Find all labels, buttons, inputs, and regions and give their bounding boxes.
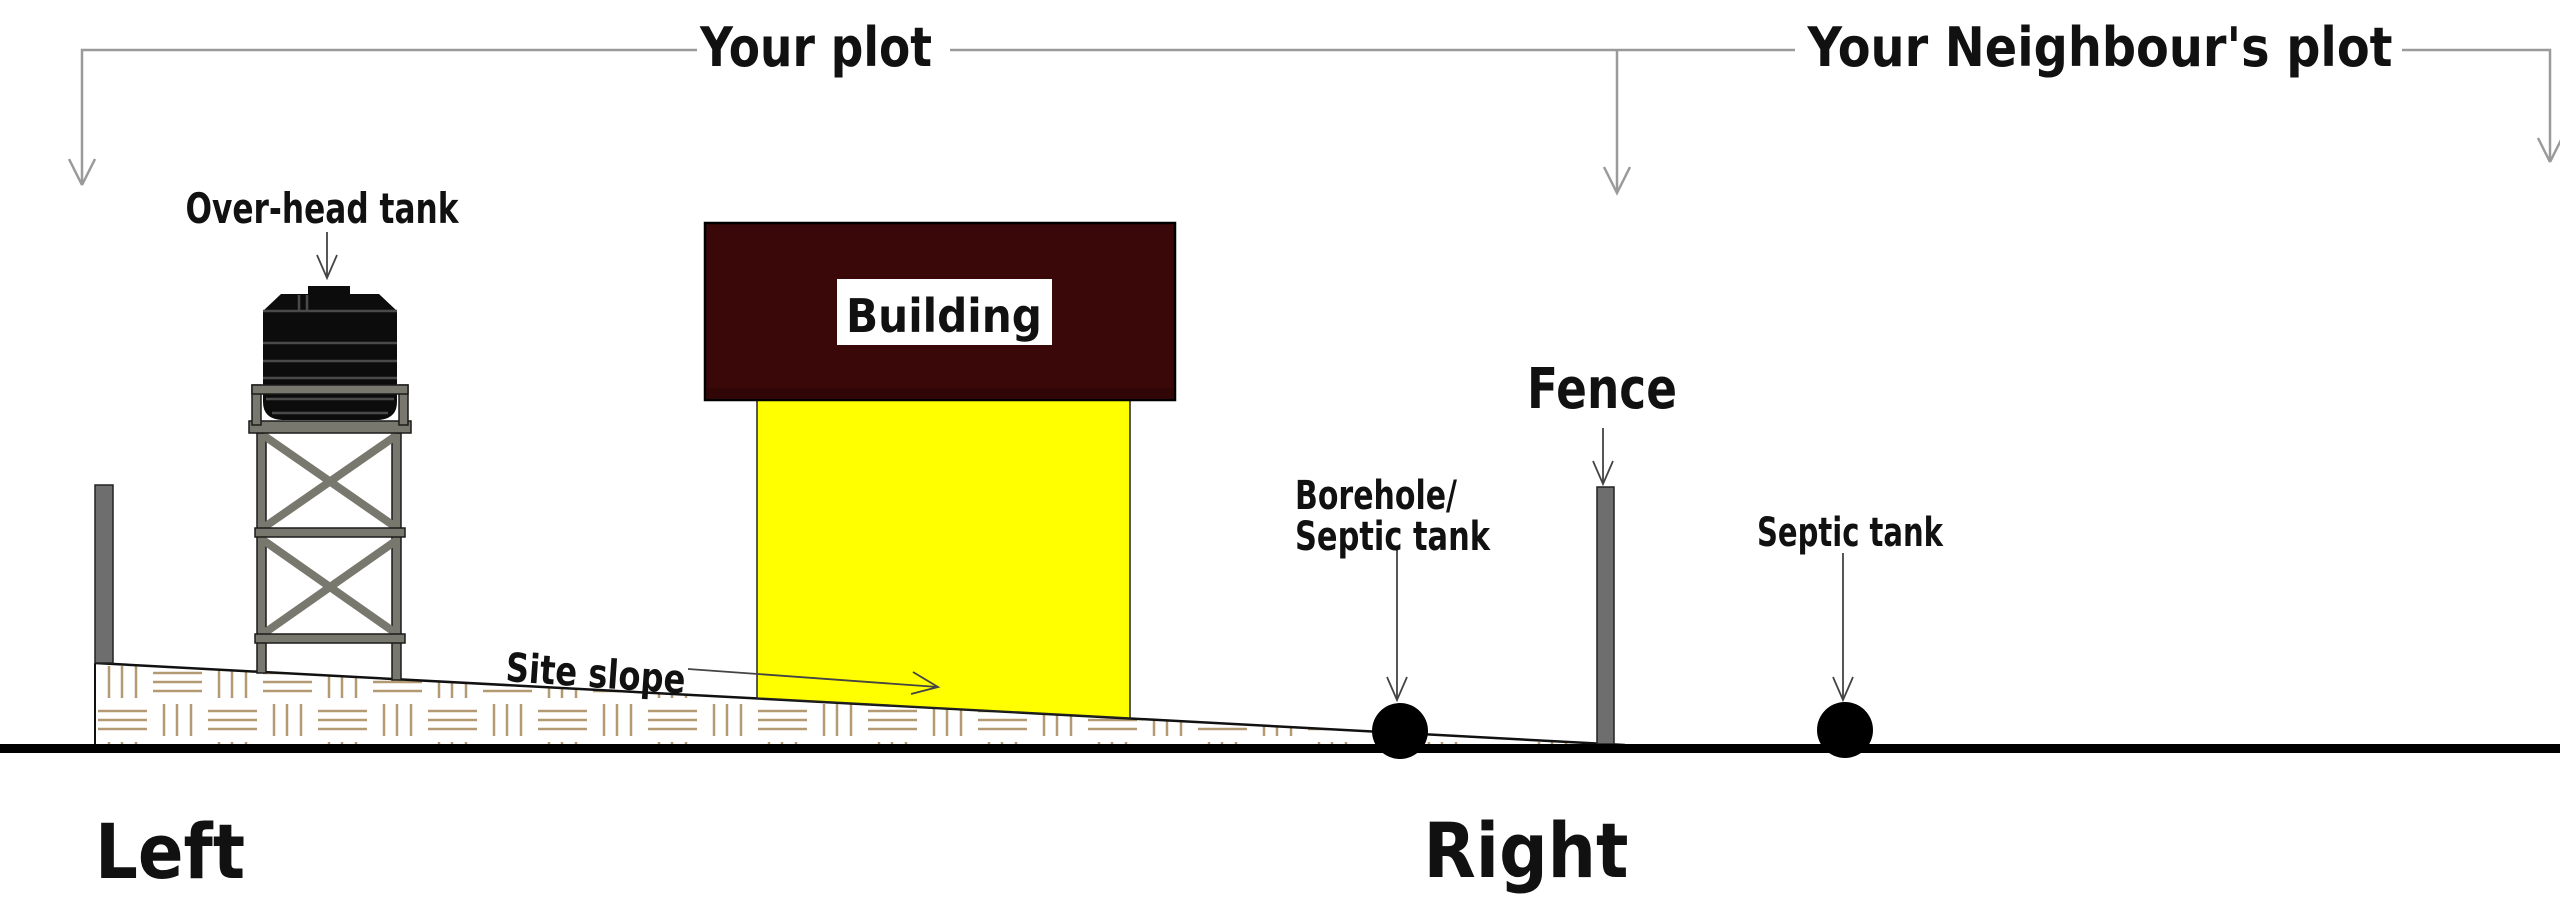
stand-mid-rail: [254, 527, 406, 538]
overhead-tank-arrow-head: [316, 254, 338, 281]
bracket-arrow-left-wing: [80, 158, 97, 186]
plot-bracket: [67, 48, 2560, 196]
left-boundary-post: [94, 484, 114, 664]
bracket-arrow-right: [2536, 137, 2552, 163]
left-label: Left: [95, 807, 245, 896]
stand-bottom-rail: [254, 633, 406, 644]
overhead-tank: [263, 286, 397, 420]
fence-post: [1596, 486, 1615, 745]
fence-label: Fence: [1527, 357, 1677, 422]
building-roof-band: [706, 388, 1174, 399]
septic-arrow-head: [1832, 676, 1854, 703]
site-slope-arrow: [687, 668, 939, 688]
neighbours-plot-label: Your Neighbour's plot: [1807, 16, 2393, 79]
bracket-line-left: [80, 48, 697, 160]
borehole-label-line2: Septic tank: [1295, 514, 1491, 560]
stand-platform: [248, 420, 412, 434]
borehole-septic-tank-marker: [1372, 703, 1428, 759]
right-label: Right: [1424, 806, 1629, 895]
label-arrows: [316, 232, 1854, 703]
bracket-line-right: [2402, 48, 2552, 140]
borehole-arrow-head: [1386, 676, 1408, 703]
fence-arrow-head: [1592, 460, 1614, 487]
septic-tank-marker: [1817, 702, 1873, 758]
tank-stand: [248, 384, 412, 681]
site-slope-arrow-head: [910, 671, 941, 695]
ground-line: [0, 744, 2560, 753]
overhead-tank-label: Over-head tank: [186, 184, 460, 233]
tank-cap: [308, 286, 350, 295]
boundary-arrow-head: [1602, 166, 1632, 196]
building-label: Building: [846, 289, 1042, 343]
building-body: [756, 399, 1131, 719]
stand-cage-rail: [251, 384, 409, 395]
stand-brace: [260, 431, 400, 532]
your-plot-label: Your plot: [699, 16, 932, 79]
tank-body: [263, 294, 397, 420]
stand-brace: [260, 536, 400, 638]
bracket-arrow-right-wing: [2548, 139, 2560, 163]
building-label-box: [837, 279, 1052, 345]
borehole-label-line1: Borehole/: [1295, 473, 1457, 519]
septic-tank-label: Septic tank: [1757, 510, 1944, 556]
bracket-arrow-left: [67, 158, 84, 186]
